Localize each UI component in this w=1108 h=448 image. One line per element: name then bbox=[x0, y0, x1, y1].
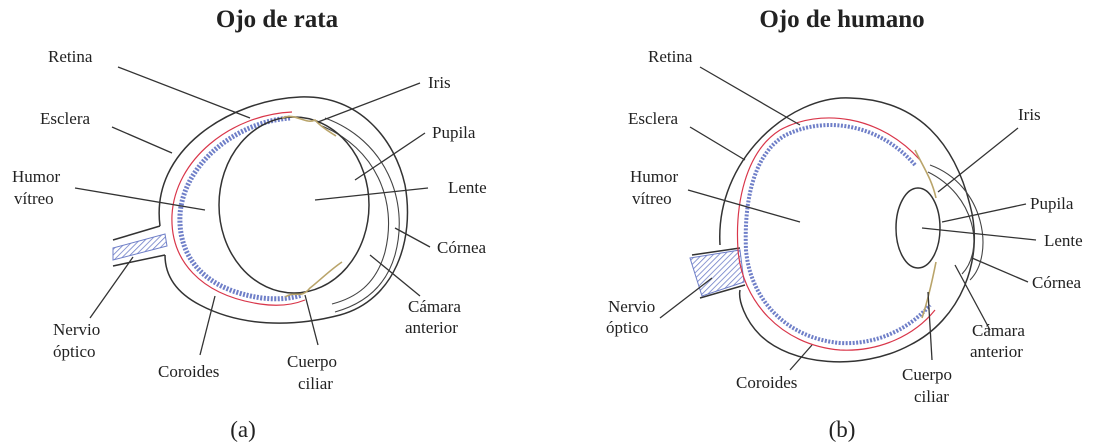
human-leader-cornea bbox=[971, 257, 1029, 283]
human-label-cuerpo-2: ciliar bbox=[914, 387, 949, 406]
human-leader-nervio bbox=[659, 277, 713, 319]
rat-label-cuerpo-1: Cuerpo bbox=[287, 352, 337, 371]
human-leader-iris bbox=[937, 127, 1019, 193]
rat-label-cornea: Córnea bbox=[437, 238, 487, 257]
rat-caption: (a) bbox=[230, 417, 256, 442]
rat-label-humor-1: Humor bbox=[12, 167, 61, 186]
human-leader-pupila bbox=[941, 203, 1027, 223]
human-label-nervio-2: óptico bbox=[606, 318, 649, 337]
rat-cornea-inner bbox=[321, 125, 390, 305]
human-iris-ciliary-bottom bbox=[921, 261, 937, 319]
rat-sclera-outline bbox=[158, 96, 409, 324]
rat-leader-lente bbox=[314, 187, 429, 201]
rat-label-esclera: Esclera bbox=[40, 109, 90, 128]
human-leader-cuerpo bbox=[927, 291, 933, 361]
human-label-iris: Iris bbox=[1018, 105, 1041, 124]
rat-label-nervio-1: Nervio bbox=[53, 320, 100, 339]
rat-iris-top bbox=[281, 115, 337, 137]
rat-label-nervio-2: óptico bbox=[53, 342, 96, 361]
rat-label-lente: Lente bbox=[448, 178, 487, 197]
human-label-humor-2: vítreo bbox=[632, 189, 672, 208]
rat-optic-nerve-fibers bbox=[112, 233, 168, 261]
rat-label-coroides: Coroides bbox=[158, 362, 219, 381]
human-lens bbox=[895, 187, 941, 269]
human-label-esclera: Esclera bbox=[628, 109, 678, 128]
human-cornea-inner bbox=[927, 171, 975, 275]
human-label-coroides: Coroides bbox=[736, 373, 797, 392]
human-eye-panel: Ojo de humano bbox=[606, 6, 1083, 442]
rat-label-camara-2: anterior bbox=[405, 318, 458, 337]
human-cornea-outer bbox=[929, 164, 984, 281]
human-title: Ojo de humano bbox=[759, 6, 924, 33]
rat-leader-pupila bbox=[354, 132, 426, 181]
human-eye-drawing bbox=[689, 97, 984, 363]
rat-leader-esclera bbox=[111, 126, 173, 154]
human-label-camara-2: anterior bbox=[970, 342, 1023, 361]
human-leader-humor bbox=[687, 189, 801, 223]
human-leader-coroides bbox=[789, 344, 813, 371]
human-leader-retina bbox=[699, 66, 801, 126]
rat-lens bbox=[218, 116, 370, 294]
human-label-humor-1: Humor bbox=[630, 167, 679, 186]
human-optic-nerve-shape bbox=[691, 247, 746, 299]
rat-eye-panel: Ojo de rata bbox=[12, 6, 487, 442]
rat-label-iris: Iris bbox=[428, 73, 451, 92]
rat-title: Ojo de rata bbox=[216, 6, 339, 33]
rat-eye-drawing bbox=[112, 96, 409, 324]
rat-choroid-layer bbox=[177, 115, 303, 302]
human-label-cornea: Córnea bbox=[1032, 273, 1082, 292]
rat-label-cuerpo-2: ciliar bbox=[298, 374, 333, 393]
human-leader-esclera bbox=[689, 126, 746, 161]
rat-label-retina: Retina bbox=[48, 47, 93, 66]
human-choroid-layer bbox=[743, 123, 932, 346]
rat-leader-humor bbox=[74, 187, 206, 211]
rat-ciliary-bottom bbox=[284, 261, 343, 298]
rat-cornea-outline bbox=[324, 117, 400, 313]
rat-leader-coroides bbox=[199, 295, 216, 356]
rat-optic-nerve-shape bbox=[112, 225, 166, 267]
human-leader-camara bbox=[954, 264, 991, 331]
human-iris-ciliary-top bbox=[914, 149, 937, 199]
human-label-nervio-1: Nervio bbox=[608, 297, 655, 316]
rat-leader-cuerpo bbox=[304, 294, 319, 346]
rat-label-camara-1: Cámara bbox=[408, 297, 461, 316]
human-retina-layer bbox=[736, 117, 936, 351]
rat-leader-iris bbox=[317, 82, 421, 123]
rat-retina-layer bbox=[171, 111, 306, 306]
rat-label-pupila: Pupila bbox=[432, 123, 476, 142]
human-label-camara-1: Cámara bbox=[972, 321, 1025, 340]
rat-label-humor-2: vítreo bbox=[14, 189, 54, 208]
human-label-lente: Lente bbox=[1044, 231, 1083, 250]
human-label-retina: Retina bbox=[648, 47, 693, 66]
rat-leader-camara bbox=[369, 254, 421, 297]
human-label-cuerpo-1: Cuerpo bbox=[902, 365, 952, 384]
rat-leader-cornea bbox=[394, 227, 431, 248]
human-label-pupila: Pupila bbox=[1030, 194, 1074, 213]
human-leader-lente bbox=[921, 227, 1037, 241]
rat-leader-nervio bbox=[89, 256, 134, 319]
rat-leader-retina bbox=[117, 66, 251, 119]
human-caption: (b) bbox=[829, 417, 856, 442]
